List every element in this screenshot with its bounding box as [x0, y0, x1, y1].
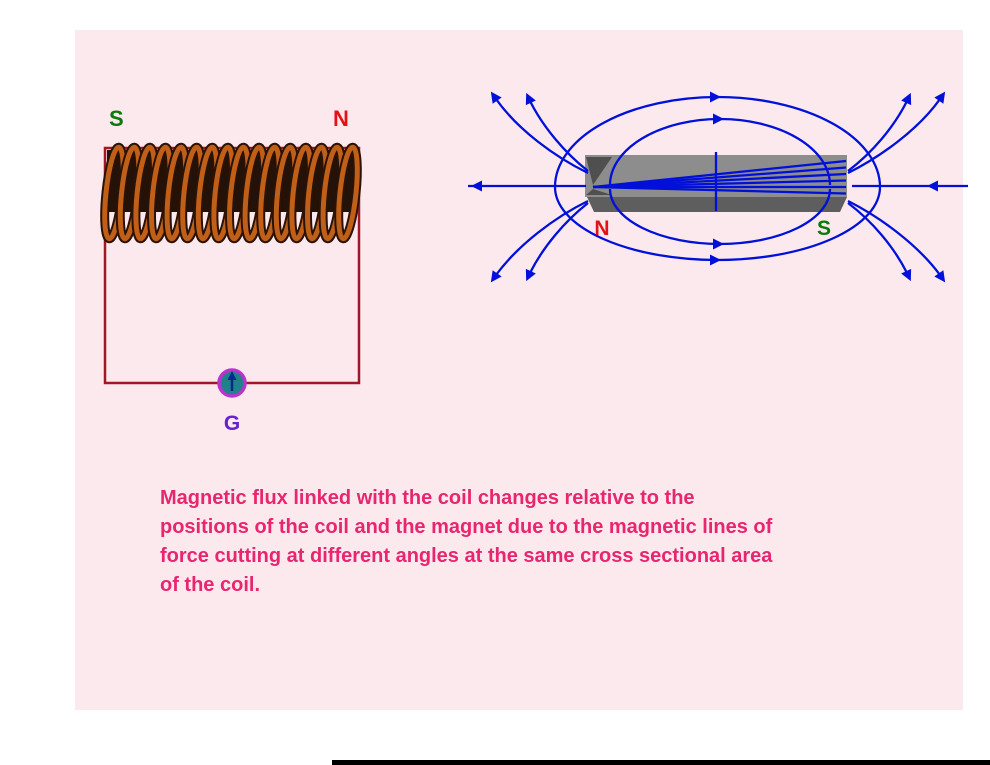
caption-line: positions of the coil and the magnet due…: [160, 516, 773, 538]
caption-line: force cutting at different angles at the…: [160, 545, 773, 567]
field-lines: [468, 95, 968, 276]
caption-text: Magnetic flux linked with the coil chang…: [160, 484, 950, 600]
caption-line: Magnetic flux linked with the coil chang…: [160, 487, 695, 509]
pink-background-panel: [75, 30, 963, 710]
magnet-south-pole-label: S: [817, 217, 831, 240]
galvanometer-label: G: [224, 412, 240, 435]
coil-circuit-diagram: S N G: [95, 106, 375, 435]
coil-south-pole-label: S: [109, 106, 124, 131]
galvanometer-icon: [217, 368, 247, 398]
bottom-border-bar: [332, 760, 990, 765]
magnet-field-diagram: N S: [468, 88, 968, 285]
coil-turns: [101, 146, 361, 239]
magnet-north-pole-label: N: [594, 217, 609, 240]
caption-line: of the coil.: [160, 574, 260, 596]
coil-north-pole-label: N: [333, 106, 349, 131]
